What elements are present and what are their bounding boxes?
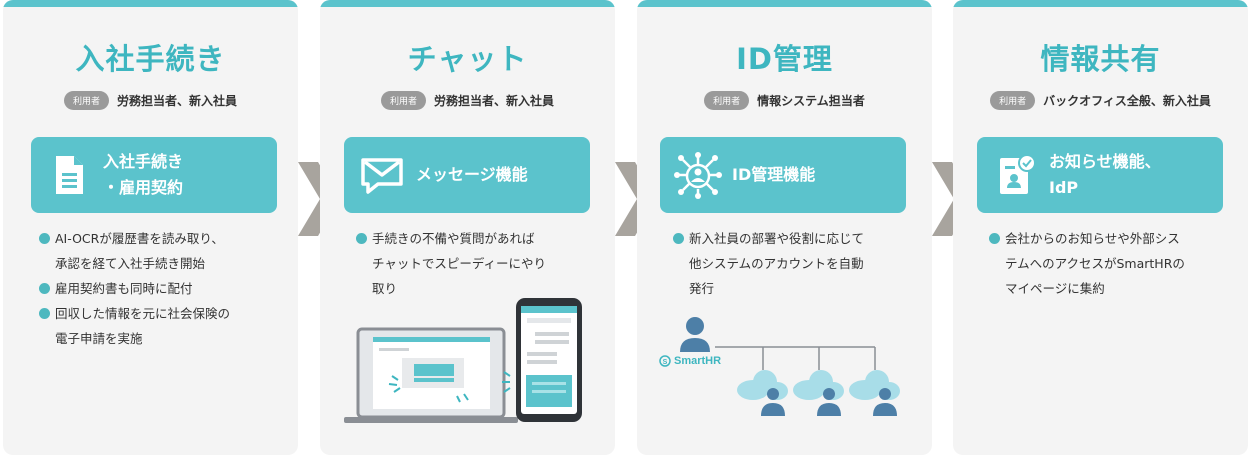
bullet-list: 新入社員の部署や役割に応じて 他システムのアカウントを自動 発行 (673, 226, 918, 301)
user-line: 利用者労務担当者、新入社員 (3, 91, 298, 110)
admin-user-icon (680, 317, 710, 352)
bullet-list: 会社からのお知らせや外部シス テムへのアクセスがSmartHRの マイページに集… (989, 226, 1234, 301)
step-card-id-management: ID管理 利用者情報システム担当者 (637, 0, 932, 455)
card-top-bar (3, 0, 298, 7)
feature-label: ID管理機能 (732, 165, 816, 184)
card-top-bar (637, 0, 932, 7)
cloud-user-icon (793, 370, 844, 416)
user-list: バックオフィス全般、新入社員 (1043, 94, 1211, 108)
laptop-icon (344, 327, 518, 423)
svg-text:S: S (663, 359, 668, 366)
document-icon (56, 156, 83, 194)
bullet-item: 雇用契約書も同時に配付 (39, 276, 284, 301)
user-line: 利用者バックオフィス全般、新入社員 (953, 91, 1248, 110)
feature-label: メッセージ機能 (416, 165, 528, 184)
message-icon (361, 158, 403, 194)
bullet-list: 手続きの不備や質問があれば チャットでスピーディーにやり 取り (356, 226, 601, 301)
smarthr-logo: S (659, 355, 671, 367)
step-card-onboarding: 入社手続き 利用者労務担当者、新入社員 入社手続き ・雇用契約 AI-OCRが履… (3, 0, 298, 455)
step-title: 情報共有 (1040, 42, 1161, 76)
connector-lines (715, 346, 876, 370)
cloud-user-icon (737, 370, 788, 416)
feature-box: お知らせ機能、 IdP (977, 137, 1223, 213)
account-distribution-illustration: S (659, 317, 900, 416)
feature-box: メッセージ機能 (344, 137, 590, 213)
network-user-icon (674, 152, 722, 199)
cloud-user-icon (849, 370, 900, 416)
user-line: 利用者情報システム担当者 (637, 91, 932, 110)
user-tag: 利用者 (380, 91, 426, 110)
bullet-item: 会社からのお知らせや外部シス テムへのアクセスがSmartHRの マイページに集… (989, 226, 1234, 301)
user-tag: 利用者 (704, 91, 750, 110)
user-tag: 利用者 (990, 91, 1036, 110)
step-title: ID管理 (736, 42, 833, 76)
smartphone-icon (502, 298, 582, 422)
feature-box: ID管理機能 (660, 137, 906, 213)
card-top-bar (320, 0, 615, 7)
bullet-item: AI-OCRが履歴書を読み取り、 承認を経て入社手続き開始 (39, 226, 284, 276)
user-tag: 利用者 (63, 91, 109, 110)
step-card-chat: チャット 利用者労務担当者、新入社員 メッセージ機能 手続きの不備や質問があれば… (320, 0, 615, 455)
step-title: チャット (407, 42, 528, 76)
bullet-item: 回収した情報を元に社会保険の 電子申請を実施 (39, 301, 284, 351)
bullet-item: 手続きの不備や質問があれば チャットでスピーディーにやり 取り (356, 226, 601, 301)
feature-label: 入社手続き ・雇用契約 (103, 152, 184, 197)
user-list: 情報システム担当者 (757, 94, 865, 108)
feature-box: 入社手続き ・雇用契約 (31, 137, 277, 213)
smarthr-label: SmartHR (674, 355, 722, 367)
feature-label: お知らせ機能、 IdP (1049, 152, 1161, 197)
user-list: 労務担当者、新入社員 (434, 94, 555, 108)
step-title: 入社手続き (75, 42, 226, 76)
user-list: 労務担当者、新入社員 (117, 94, 238, 108)
bullet-item: 新入社員の部署や役割に応じて 他システムのアカウントを自動 発行 (673, 226, 918, 301)
bullet-list: AI-OCRが履歴書を読み取り、 承認を経て入社手続き開始 雇用契約書も同時に配… (39, 226, 284, 351)
chat-devices-illustration (344, 298, 582, 423)
step-card-info-sharing: 情報共有 利用者バックオフィス全般、新入社員 お知らせ機能、 IdP 会社からの… (953, 0, 1248, 455)
card-top-bar (953, 0, 1248, 7)
id-card-icon (1000, 154, 1036, 194)
user-line: 利用者労務担当者、新入社員 (320, 91, 615, 110)
